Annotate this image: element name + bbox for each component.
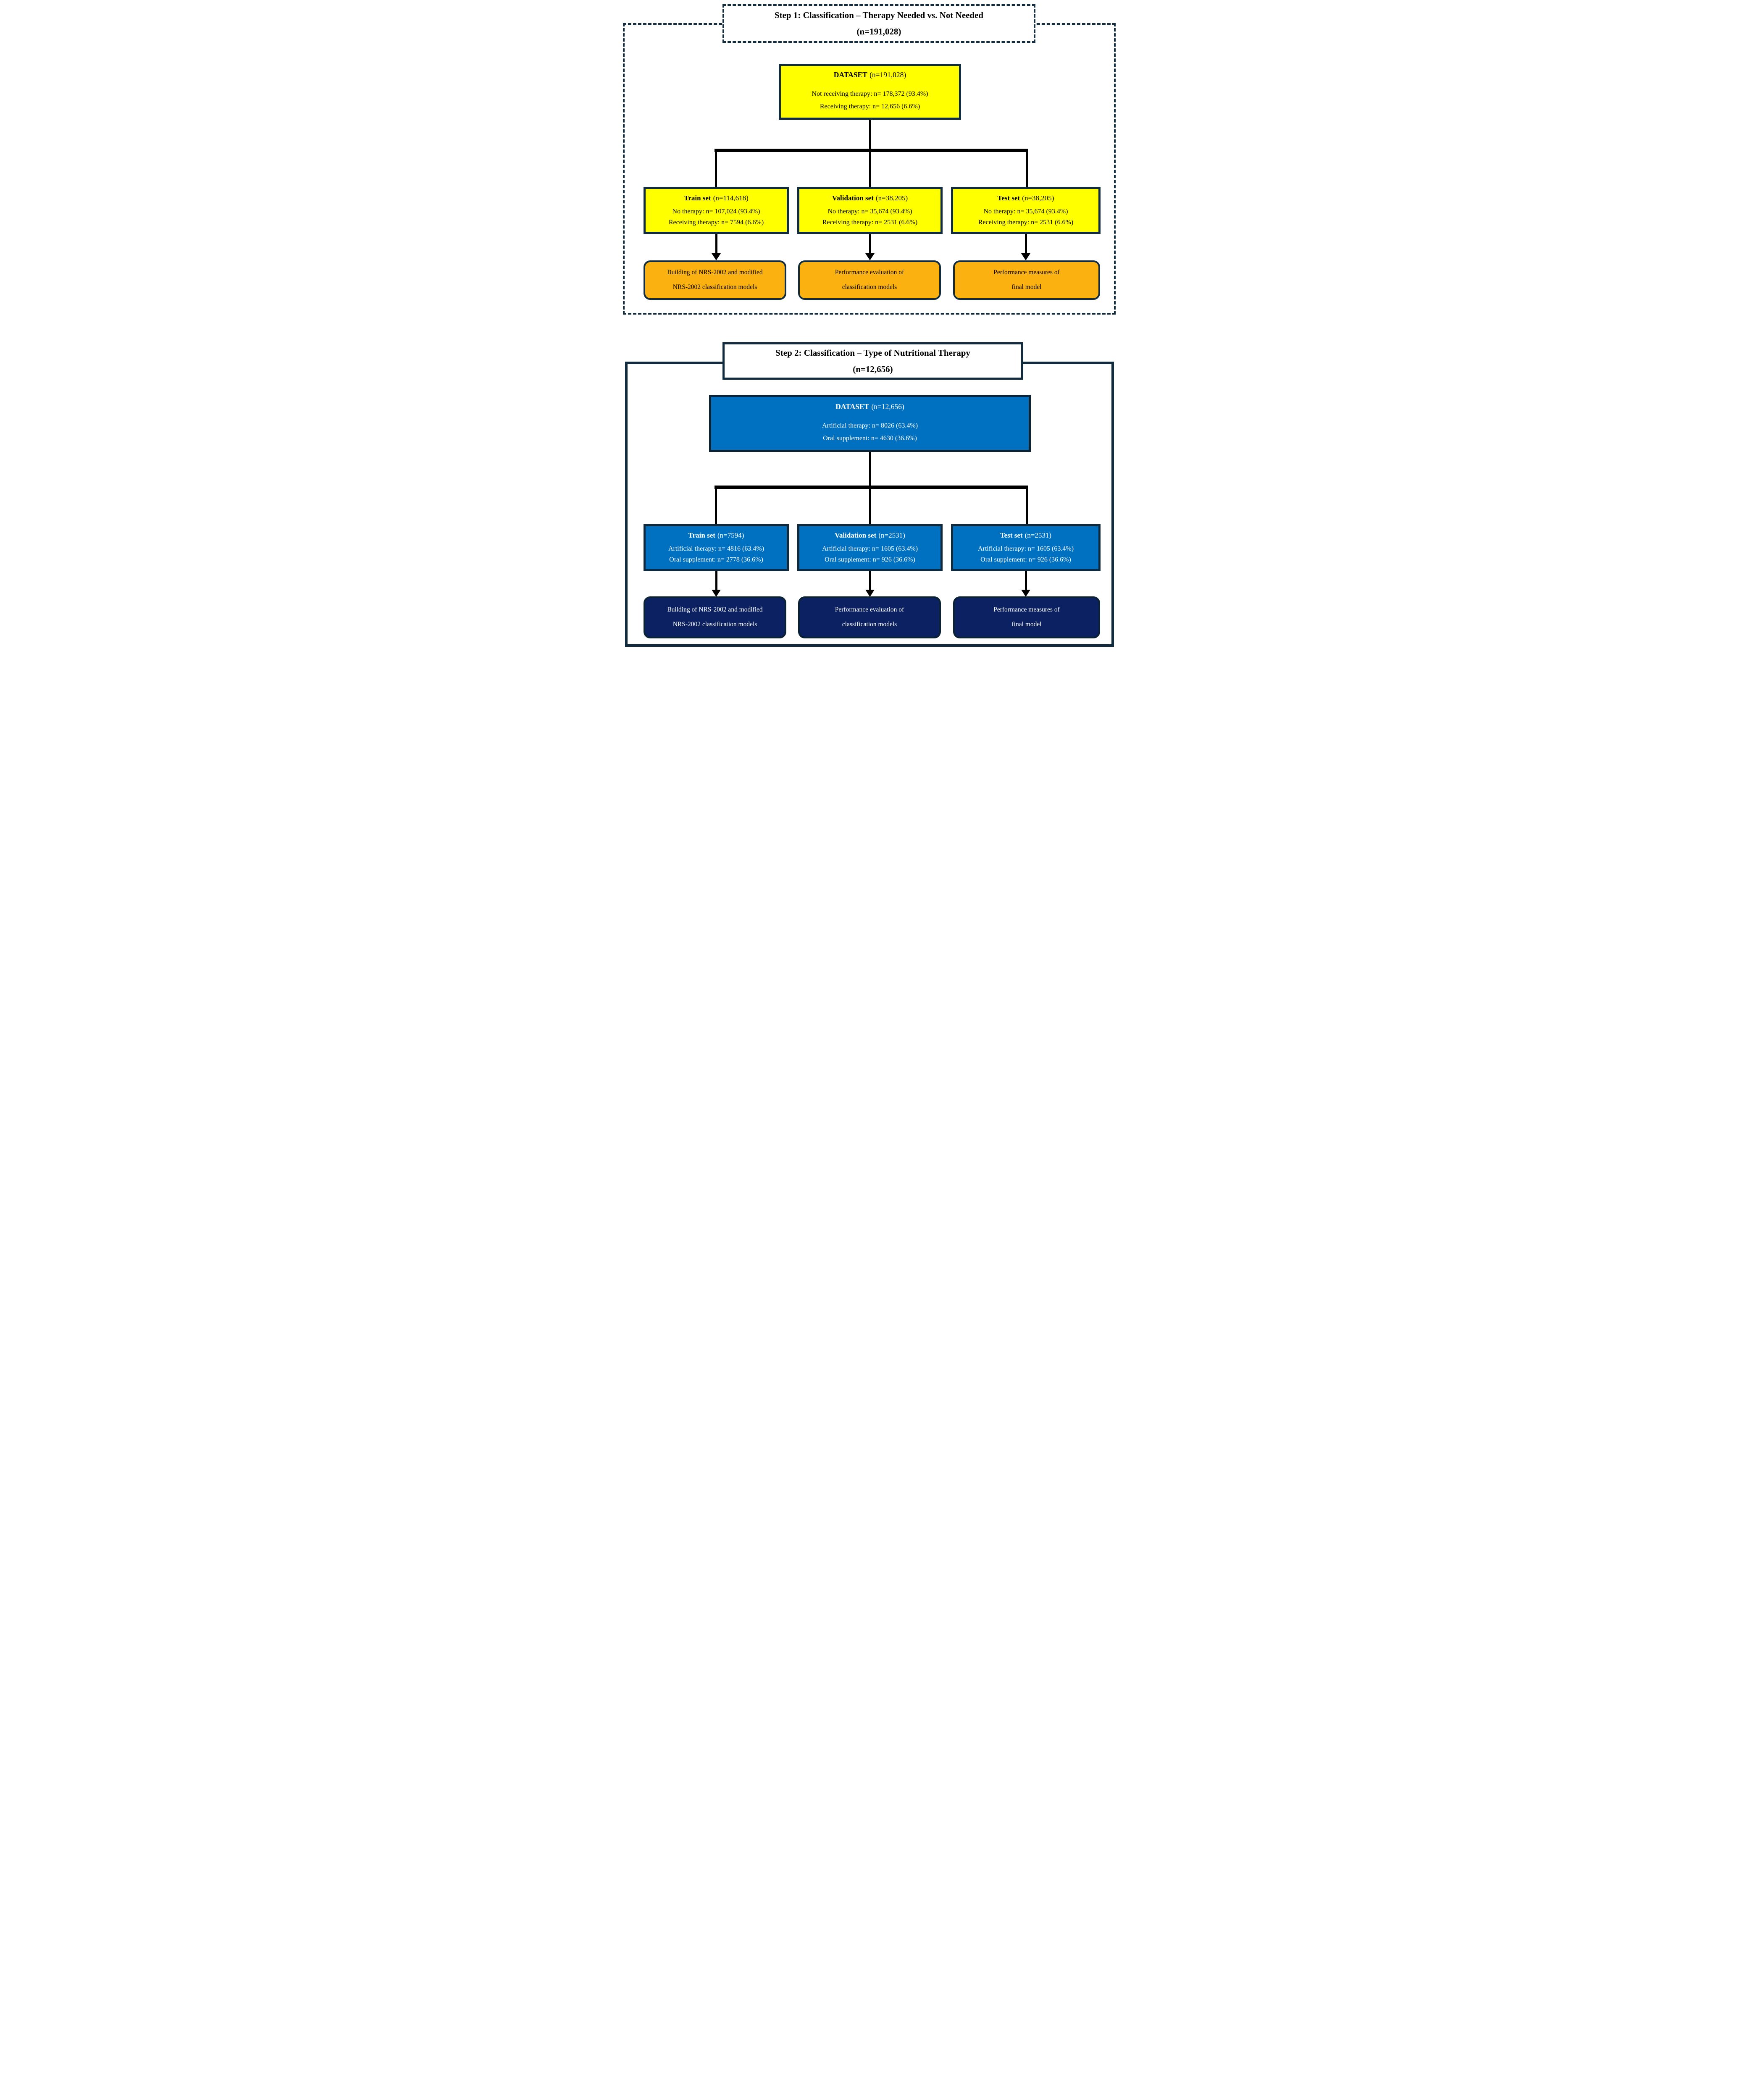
step1-center-connector-line (869, 120, 871, 187)
step1-title-n: (n=191,028) (856, 26, 901, 37)
down-arrow-head-icon (712, 253, 721, 260)
down-arrow-shaft (1025, 234, 1027, 253)
step2-left-connector-line (715, 487, 717, 524)
step2-test-set-box: Test set(n=2531) Artificial therapy: n= … (951, 524, 1101, 571)
step2-outcome-building-box: Building of NRS-2002 and modified NRS-20… (644, 596, 786, 638)
step1-test-set-box: Test set(n=38,205) No therapy: n= 35,674… (951, 187, 1101, 234)
step1-train-label: Train set (684, 194, 711, 202)
step1-right-connector-line (1026, 150, 1028, 187)
step2-validation-label: Validation set (835, 531, 877, 539)
step1-validation-line2: Receiving therapy: n= 2531 (6.6%) (822, 218, 918, 226)
step2-dataset-box: DATASET(n=12,656) Artificial therapy: n=… (709, 395, 1031, 452)
step2-train-n: (n=7594) (717, 531, 744, 539)
step2-validation-set-box: Validation set(n=2531) Artificial therap… (797, 524, 943, 571)
step1-train-set-box: Train set(n=114,618) No therapy: n= 107,… (644, 187, 789, 234)
down-arrow-shaft (715, 234, 717, 253)
step1-dataset-box: DATASET(n=191,028) Not receiving therapy… (779, 64, 961, 120)
step1-outcome-building-box: Building of NRS-2002 and modified NRS-20… (644, 260, 786, 300)
step1-test-line1: No therapy: n= 35,674 (93.4%) (983, 207, 1068, 215)
step2-train-label: Train set (688, 531, 715, 539)
step2-dataset-line1: Artificial therapy: n= 8026 (63.4%) (822, 422, 918, 429)
down-arrow-head-icon (865, 253, 875, 260)
step1-left-connector-line (715, 150, 717, 187)
step1-validation-line1: No therapy: n= 35,674 (93.4%) (827, 207, 912, 215)
step2-test-line2: Oral supplement: n= 926 (36.6%) (980, 556, 1071, 563)
step2-branch-hline (715, 486, 1028, 489)
outcome-line: Performance evaluation of (835, 606, 904, 614)
step1-train-line2: Receiving therapy: n= 7594 (6.6%) (668, 218, 764, 226)
step1-dataset-label: DATASET (833, 71, 867, 79)
step1-train-n: (n=114,618) (713, 194, 749, 202)
outcome-line: Performance measures of (993, 606, 1060, 614)
step2-validation-n: (n=2531) (878, 531, 905, 539)
step2-title: Step 2: Classification – Type of Nutriti… (775, 347, 970, 358)
down-arrow-head-icon (1021, 253, 1030, 260)
down-arrow-shaft (715, 571, 717, 591)
down-arrow-head-icon (712, 590, 721, 597)
step1-dataset-heading: DATASET(n=191,028) (834, 71, 906, 79)
outcome-line: final model (1011, 284, 1042, 291)
step1-validation-set-box: Validation set(n=38,205) No therapy: n= … (797, 187, 943, 234)
flowchart-figure: Step 1: Classification – Therapy Needed … (617, 0, 1122, 658)
step1-validation-label: Validation set (832, 194, 874, 202)
outcome-line: final model (1011, 621, 1042, 628)
outcome-line: classification models (842, 621, 897, 628)
down-arrow-shaft (869, 234, 871, 253)
step2-right-connector-line (1026, 487, 1028, 524)
step1-branch-hline (715, 149, 1028, 152)
outcome-line: NRS-2002 classification models (672, 284, 757, 291)
step2-train-set-box: Train set(n=7594) Artificial therapy: n=… (644, 524, 789, 571)
step1-dataset-line1: Not receiving therapy: n= 178,372 (93.4%… (812, 90, 928, 98)
step1-train-line1: No therapy: n= 107,024 (93.4%) (672, 207, 760, 215)
step1-validation-n: (n=38,205) (875, 194, 908, 202)
step1-test-n: (n=38,205) (1022, 194, 1054, 202)
step2-dataset-heading: DATASET(n=12,656) (835, 402, 904, 411)
step2-test-label: Test set (1000, 531, 1023, 539)
step2-test-n: (n=2531) (1024, 531, 1052, 539)
step1-outcome-measures-box: Performance measures of final model (953, 260, 1100, 300)
step1-dataset-n: (n=191,028) (870, 71, 906, 79)
down-arrow-head-icon (1021, 590, 1030, 597)
step2-validation-line2: Oral supplement: n= 926 (36.6%) (825, 556, 915, 563)
outcome-line: Performance evaluation of (835, 269, 904, 276)
outcome-line: NRS-2002 classification models (672, 621, 757, 628)
step2-train-line1: Artificial therapy: n= 4816 (63.4%) (668, 545, 764, 552)
step2-train-line2: Oral supplement: n= 2778 (36.6%) (669, 556, 763, 563)
step1-test-line2: Receiving therapy: n= 2531 (6.6%) (978, 218, 1074, 226)
outcome-line: classification models (842, 284, 897, 291)
step2-dataset-line2: Oral supplement: n= 4630 (36.6%) (823, 434, 917, 442)
outcome-line: Building of NRS-2002 and modified (667, 269, 763, 276)
step2-test-line1: Artificial therapy: n= 1605 (63.4%) (977, 545, 1074, 552)
step1-title-box: Step 1: Classification – Therapy Needed … (722, 4, 1035, 43)
step2-outcome-measures-box: Performance measures of final model (953, 596, 1100, 638)
step2-outcome-evaluation-box: Performance evaluation of classification… (798, 596, 941, 638)
down-arrow-shaft (869, 571, 871, 591)
step2-dataset-n: (n=12,656) (871, 402, 904, 411)
outcome-line: Performance measures of (993, 269, 1060, 276)
step2-title-n: (n=12,656) (853, 364, 893, 374)
step2-dataset-label: DATASET (835, 402, 870, 411)
outcome-line: Building of NRS-2002 and modified (667, 606, 763, 614)
down-arrow-shaft (1025, 571, 1027, 591)
step2-validation-line1: Artificial therapy: n= 1605 (63.4%) (822, 545, 918, 552)
step1-test-label: Test set (997, 194, 1020, 202)
step1-dataset-line2: Receiving therapy: n= 12,656 (6.6%) (820, 103, 920, 110)
step2-title-box: Step 2: Classification – Type of Nutriti… (722, 342, 1023, 380)
down-arrow-head-icon (865, 590, 875, 597)
step1-title: Step 1: Classification – Therapy Needed … (774, 10, 984, 21)
step1-outcome-evaluation-box: Performance evaluation of classification… (798, 260, 941, 300)
